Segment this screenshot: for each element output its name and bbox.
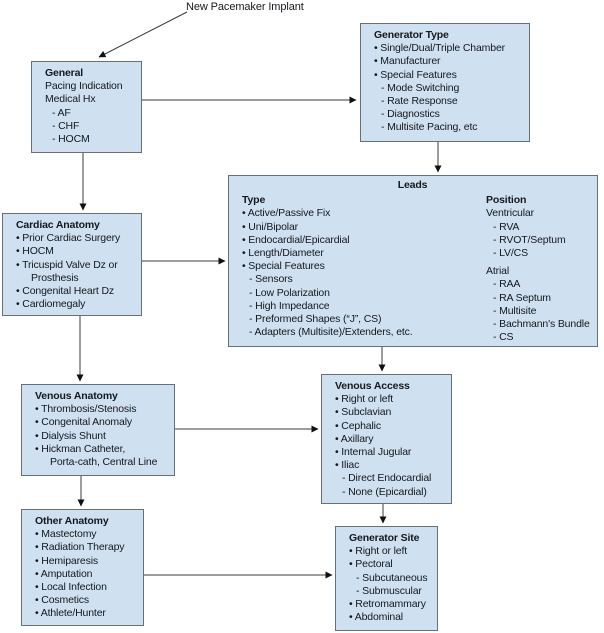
- list-item: • Amputation: [35, 567, 93, 580]
- list-item: - Low Polarization: [249, 286, 330, 299]
- list-item: - Rate Response: [381, 95, 458, 108]
- list-item: • Congenital Anomaly: [35, 416, 132, 429]
- list-item: - RAA: [493, 278, 521, 291]
- list-item: - Bachmann's Bundle: [493, 318, 590, 331]
- list-item: - Subcutaneous: [356, 571, 428, 584]
- box-venous-anatomy: Venous Anatomy• Thrombosis/Stenosis• Con…: [21, 384, 175, 476]
- list-item: - Mode Switching: [381, 81, 460, 94]
- list-item: - RVOT/Septum: [493, 233, 566, 246]
- list-item: - CS: [493, 331, 514, 344]
- box-title: Venous Access: [335, 380, 410, 392]
- diagram-title: New Pacemaker Implant: [186, 1, 304, 13]
- list-item: - LV/CS: [493, 247, 528, 260]
- list-item: - Multisite: [493, 304, 537, 317]
- box-generator-site: Generator Site• Right or left• Pectoral-…: [335, 526, 438, 631]
- box-venous-access: Venous Access• Right or left• Subclavian…: [321, 374, 452, 504]
- box-columns: Type• Active/Passive Fix• Uni/Bipolar• E…: [242, 194, 594, 344]
- list-item: • Subclavian: [335, 406, 392, 419]
- list-item: • HOCM: [16, 245, 54, 258]
- list-item: • Cardiomegaly: [16, 298, 86, 311]
- list-item: • Right or left: [349, 545, 408, 558]
- list-item: Porta-cath, Central Line: [50, 456, 158, 469]
- list-item: • Single/Dual/Triple Chamber: [374, 42, 505, 55]
- list-item: - Preformed Shapes (“J”, CS): [249, 313, 382, 326]
- box-title: General: [45, 67, 84, 79]
- box-title: Cardiac Anatomy: [16, 219, 100, 231]
- column-heading: Type: [242, 194, 266, 207]
- list-item: - HOCM: [52, 133, 90, 146]
- list-item: • Retromammary: [349, 598, 426, 611]
- list-item: Pacing Indication: [45, 80, 123, 93]
- list-item: - Direct Endocardial: [342, 472, 432, 485]
- list-item: Ventricular: [486, 207, 534, 220]
- list-item: • Right or left: [335, 393, 394, 406]
- list-item: - Adapters (Multisite)/Extenders, etc.: [249, 326, 413, 339]
- list-item: • Iliac: [335, 459, 360, 472]
- box-generator-type: Generator Type• Single/Dual/Triple Chamb…: [360, 23, 530, 142]
- list-item: - High Impedance: [249, 299, 330, 312]
- list-item: • Special Features: [242, 260, 325, 273]
- box-title: Generator Type: [374, 29, 449, 41]
- list-item: • Manufacturer: [374, 55, 441, 68]
- box-title: Generator Site: [349, 532, 420, 544]
- list-item: - AF: [52, 106, 71, 119]
- list-item: - Submuscular: [356, 584, 422, 597]
- box-other-anatomy: Other Anatomy• Mastectomy• Radiation The…: [21, 509, 144, 626]
- list-item: - Diagnostics: [381, 108, 440, 121]
- list-item: • Uni/Bipolar: [242, 220, 299, 233]
- box-title: Other Anatomy: [35, 515, 109, 527]
- list-item: • Dialysis Shunt: [35, 429, 106, 442]
- list-item: • Radiation Therapy: [35, 541, 125, 554]
- list-item: • Thrombosis/Stenosis: [35, 403, 137, 416]
- list-item: - RA Septum: [493, 291, 551, 304]
- list-item: • Athlete/Hunter: [35, 607, 106, 620]
- list-item: • Active/Passive Fix: [242, 207, 331, 220]
- box-title: Venous Anatomy: [35, 390, 118, 402]
- list-item: • Hemiparesis: [35, 554, 98, 567]
- list-item: • Local Infection: [35, 581, 107, 594]
- list-item: • Hickman Catheter,: [35, 442, 126, 455]
- box-title: Leads: [397, 179, 428, 191]
- list-item: Medical Hx: [45, 93, 96, 106]
- box-cardiac-anatomy: Cardiac Anatomy• Prior Cardiac Surgery• …: [2, 213, 142, 316]
- list-item: • Length/Diameter: [242, 247, 324, 260]
- list-item: • Tricuspid Valve Dz or: [16, 258, 118, 271]
- column-type: Type• Active/Passive Fix• Uni/Bipolar• E…: [242, 194, 486, 344]
- list-item: - Multisite Pacing, etc: [381, 121, 478, 134]
- list-item: - Sensors: [249, 273, 293, 286]
- list-item: • Abdominal: [349, 611, 403, 624]
- list-item: • Cosmetics: [35, 594, 89, 607]
- list-item: • Endocardial/Epicardial: [242, 233, 350, 246]
- list-item: • Congenital Heart Dz: [16, 285, 114, 298]
- list-item: - RVA: [493, 220, 520, 233]
- list-item: • Axillary: [335, 432, 374, 445]
- list-item: • Mastectomy: [35, 528, 97, 541]
- connector-implant-to-general: [98, 11, 188, 58]
- list-item: • Internal Jugular: [335, 446, 412, 459]
- list-item: - CHF: [52, 119, 80, 132]
- list-item: • Pectoral: [349, 558, 393, 571]
- list-item: - None (Epicardial): [342, 485, 427, 498]
- column-heading: Position: [486, 194, 527, 207]
- list-item: • Cephalic: [335, 419, 381, 432]
- list-item: • Special Features: [374, 68, 457, 81]
- list-item: Atrial: [486, 265, 510, 278]
- list-item: • Prior Cardiac Surgery: [16, 232, 121, 245]
- list-item: Prosthesis: [31, 271, 79, 284]
